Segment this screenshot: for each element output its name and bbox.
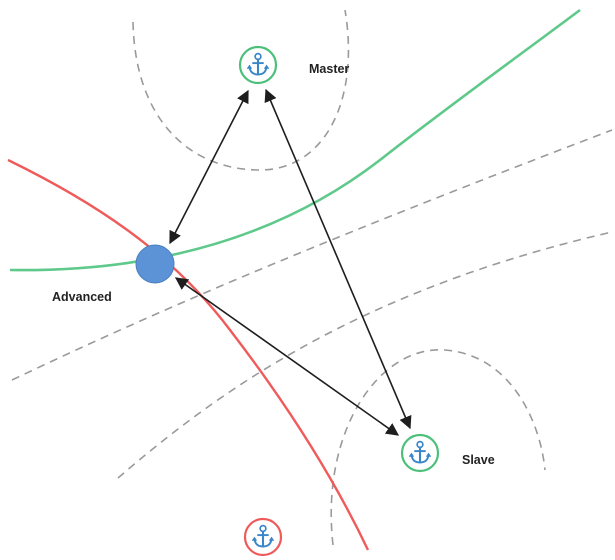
- advanced-label: Advanced: [52, 290, 112, 304]
- arrow-advanced-slave: [174, 277, 400, 436]
- slave-anchor: [400, 433, 440, 473]
- arrow-advanced-master: [169, 89, 249, 245]
- red-curve: [7, 158, 370, 551]
- master-anchor: [238, 45, 278, 85]
- dashed-curve-lower: [117, 231, 613, 479]
- advanced-node: [135, 244, 175, 284]
- slave-label: Slave: [462, 453, 495, 467]
- dashed-arc-master: [132, 9, 350, 171]
- dashed-arc-slave: [330, 349, 546, 546]
- dashed-curve-middle: [11, 129, 613, 381]
- bottom-anchor: [243, 517, 283, 557]
- arrow-master-slave: [264, 88, 412, 430]
- master-label: Master: [309, 62, 349, 76]
- green-curve: [9, 8, 581, 272]
